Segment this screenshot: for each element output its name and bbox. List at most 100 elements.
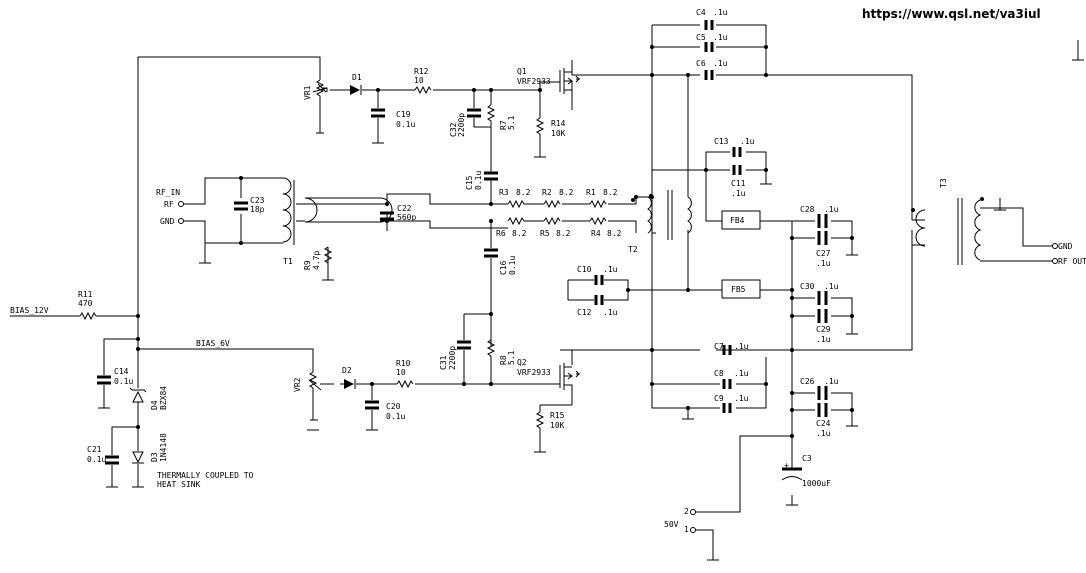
label-rf-in: RF_IN: [156, 188, 180, 197]
fb4-ref: FB4: [730, 216, 745, 225]
resistors: [79, 79, 607, 429]
r14-val: 10K: [551, 129, 566, 138]
label-out-gnd: GND: [1058, 242, 1073, 251]
c3-ref: C3: [802, 454, 812, 463]
c10-ref: C10: [577, 265, 592, 274]
c14-val: 0.1u: [114, 377, 133, 386]
r4-val: 8.2: [607, 229, 622, 238]
r2-val: 8.2: [559, 188, 574, 197]
ground-symbols: [98, 59, 1084, 561]
c12-val: .1u: [603, 308, 618, 317]
c30-ref: C30: [800, 282, 815, 291]
r1-val: 8.2: [603, 188, 618, 197]
fb4-box: [721, 210, 761, 230]
r10-val: 10: [396, 368, 406, 377]
r3-ref: R3: [499, 188, 509, 197]
r9-ref: R9: [303, 260, 312, 270]
d1-ref: D1: [352, 73, 362, 82]
r4-body: [589, 216, 607, 226]
c9-ref: C9: [714, 394, 724, 403]
r6-body: [507, 216, 526, 226]
c7-val: .1u: [734, 342, 749, 351]
r9-body: [323, 246, 333, 280]
c26-val: .1u: [824, 377, 839, 386]
t2-ref: T2: [628, 245, 638, 254]
r14-body: [535, 117, 545, 135]
r11-val: 470: [78, 299, 93, 308]
vr1-ref: VR1: [303, 85, 312, 100]
r8-body: [486, 339, 496, 360]
transformers: [282, 177, 984, 265]
c31-val: 2200p: [448, 346, 457, 370]
r14-ref: R14: [551, 119, 566, 128]
d4-val: BZX84: [159, 386, 168, 410]
c23-val: 18p: [250, 205, 265, 214]
c21-ref: C21: [87, 445, 102, 454]
label-bias-12v: BIAS_12V: [10, 306, 49, 315]
capacitors: +: [97, 20, 828, 481]
c13-val: .1u: [740, 137, 755, 146]
q1-ref: Q1: [517, 67, 527, 76]
junctions: [136, 45, 854, 438]
c3-val: 1000uF: [802, 479, 831, 488]
d2-ref: D2: [342, 366, 352, 375]
vr1-body: [315, 79, 325, 105]
d3-ref: D3: [150, 452, 159, 462]
c5-val: .1u: [713, 33, 728, 42]
r5-ref: R5: [540, 229, 550, 238]
label-50v: 50V: [664, 520, 679, 529]
label-pin-2: 2: [684, 507, 689, 516]
c15-ref: C15: [465, 175, 474, 190]
label-bias-6v: BIAS_6V: [196, 339, 230, 348]
c30-val: .1u: [824, 282, 839, 291]
c20-ref: C20: [386, 402, 401, 411]
c5-ref: C5: [696, 33, 706, 42]
c24-ref: C24: [816, 419, 831, 428]
r15-val: 10K: [550, 421, 565, 430]
c19-val: 0.1u: [396, 120, 415, 129]
c14-ref: C14: [114, 367, 129, 376]
fb5-ref: FB5: [731, 285, 746, 294]
r12-body: [414, 85, 432, 95]
c27-val: .1u: [816, 259, 831, 268]
c29-val: .1u: [816, 335, 831, 344]
c13-ref: C13: [714, 137, 729, 146]
r2-ref: R2: [542, 188, 552, 197]
r7-ref: R7: [499, 120, 508, 130]
r11-body: [79, 311, 97, 321]
c8-val: .1u: [734, 369, 749, 378]
r10-body: [396, 379, 414, 389]
fb5-box: [721, 279, 761, 299]
r12-val: 10: [414, 76, 424, 85]
label-rf-out: RF OUT: [1058, 257, 1086, 266]
diodes: [129, 85, 362, 464]
c12-ref: C12: [577, 308, 592, 317]
r6-val: 8.2: [512, 229, 527, 238]
r2-body: [543, 199, 561, 209]
c4-val: .1u: [713, 8, 728, 17]
c26-ref: C26: [800, 377, 815, 386]
c6-val: .1u: [713, 59, 728, 68]
labels: RF_IN RF GND BIAS_12V BIAS_6V GND RF OUT…: [10, 8, 1086, 534]
c11-val: .1u: [731, 189, 746, 198]
r6-ref: R6: [496, 229, 506, 238]
q2-val: VRF2933: [517, 368, 551, 377]
c15-val: 0.1u: [474, 171, 483, 190]
t1-ref: T1: [283, 257, 293, 266]
r4-ref: R4: [591, 229, 601, 238]
r15-body: [535, 411, 545, 429]
ferrite-beads: [721, 210, 761, 299]
transistors: [559, 68, 580, 390]
c11-ref: C11: [731, 179, 746, 188]
c28-val: .1u: [824, 205, 839, 214]
label-rf-in-gnd: GND: [160, 217, 175, 226]
r5-body: [543, 216, 561, 226]
c29-ref: C29: [816, 325, 831, 334]
d3-val: 1N4148: [159, 433, 168, 462]
source-url: https://www.qsl.net/va3iul: [862, 7, 1041, 21]
r1-ref: R1: [586, 188, 596, 197]
svg-text:+: +: [784, 461, 789, 470]
c22-ref: C22: [397, 204, 412, 213]
label-rf-in-rf: RF: [164, 200, 174, 209]
